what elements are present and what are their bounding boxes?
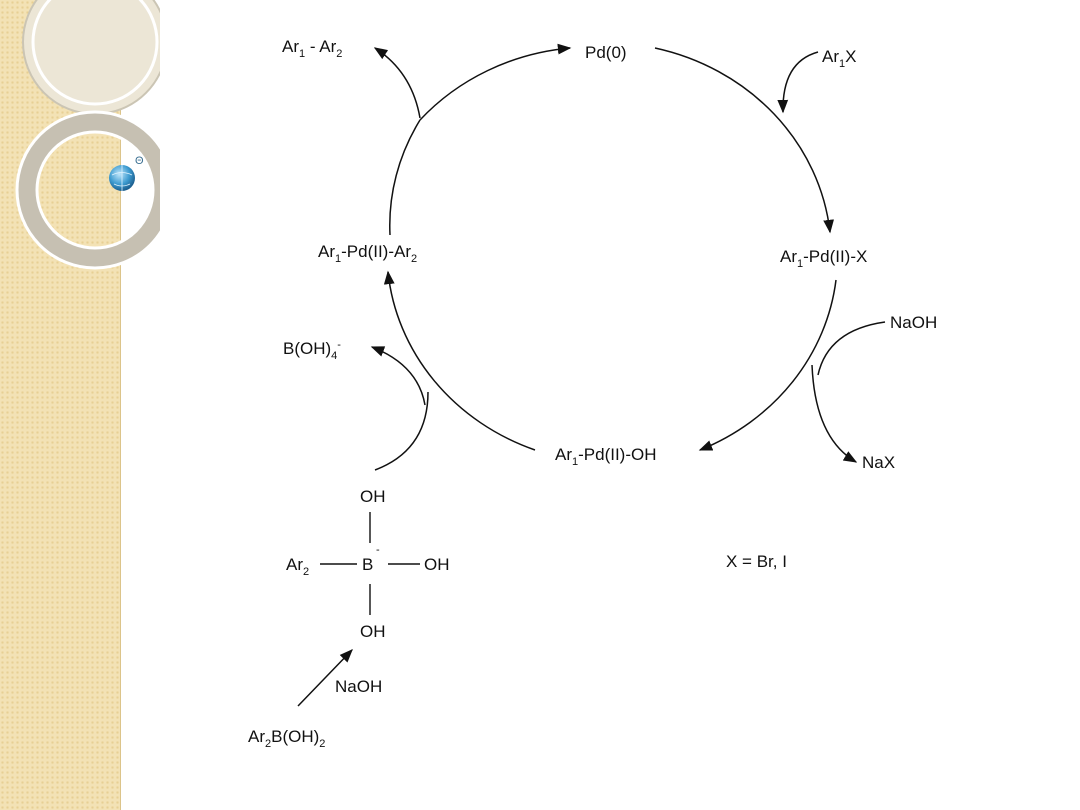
label-boronate-b: B: [362, 555, 373, 574]
label-pd0: Pd(0): [585, 43, 627, 62]
cycle-arc-bottom-left: [383, 270, 536, 451]
label-boronate-oh-bottom: OH: [360, 622, 386, 641]
label-nax: NaX: [862, 453, 895, 472]
label-boronate-ar2: Ar2: [286, 555, 309, 578]
label-oxidative-adduct: Ar1-Pd(II)-X: [780, 247, 867, 270]
arrow-borate-out: [370, 346, 426, 406]
cycle-arc-top: [419, 43, 572, 121]
label-x-definition: X = Br, I: [726, 552, 787, 571]
cycle-arc-top-right: [654, 47, 834, 234]
label-naoh-left: NaOH: [335, 677, 382, 696]
label-transmetalation-complex: Ar1-Pd(II)-Ar2: [318, 242, 417, 265]
arrow-nax-out: [811, 364, 858, 463]
label-ar1x: Ar1X: [822, 47, 856, 70]
label-product: Ar1 - Ar2: [282, 37, 342, 60]
label-boronic-acid: Ar2B(OH)2: [248, 727, 325, 750]
cycle-arc-left: [389, 119, 421, 236]
label-naoh-right: NaOH: [890, 313, 937, 332]
label-boronate-charge: -: [376, 544, 380, 556]
cycle-arc-right: [698, 279, 837, 451]
label-borate: B(OH)4-: [283, 339, 341, 362]
arrow-product-out: [373, 47, 421, 119]
label-boronate-oh-right: OH: [424, 555, 450, 574]
label-hydroxo-complex: Ar1-Pd(II)-OH: [555, 445, 657, 468]
arrow-naoh-in: [817, 321, 886, 376]
sidebar-panel: [0, 0, 160, 810]
orb-icon: [109, 165, 135, 191]
arrow-boronate-formation: [297, 649, 353, 707]
badge-symbol: Θ: [135, 155, 144, 167]
label-boronate-oh-top: OH: [360, 487, 386, 506]
ring-ornament-icon: [15, 0, 160, 270]
arrow-ar1x-in: [777, 51, 819, 114]
arrow-boronate-in: [374, 391, 429, 471]
